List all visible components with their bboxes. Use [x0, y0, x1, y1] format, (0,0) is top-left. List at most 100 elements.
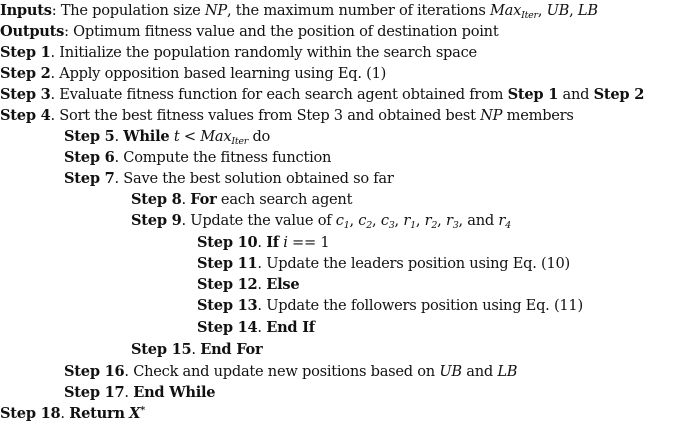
max-iter-subscript: Iter [231, 136, 249, 147]
c1-symbol: c1 [335, 212, 350, 231]
step-reference: Step 2 [593, 86, 645, 103]
subscript: 2 [431, 220, 438, 231]
comma: , [349, 212, 359, 229]
step-label: Step 13 [197, 297, 258, 314]
step-text: . Save the best solution obtained so far [114, 170, 394, 187]
step-3-line: Step 3. Evaluate fitness function for ea… [0, 84, 644, 105]
step-label: Step 18 [0, 405, 61, 422]
step-label: Step 15 [131, 341, 192, 358]
keyword-if: If [266, 234, 279, 251]
subscript: 2 [366, 220, 373, 231]
equality-condition: == 1 [287, 234, 330, 251]
step-label: Step 2 [0, 65, 51, 82]
keyword-return: Return [69, 405, 125, 422]
subscript: 4 [505, 220, 511, 231]
comma: , [415, 212, 425, 229]
r-letter: r [498, 212, 506, 229]
step-label: Step 11 [197, 255, 258, 272]
inputs-label: Inputs [0, 2, 52, 19]
keyword-end-for: End For [200, 341, 263, 358]
step-text: . Update the leaders position using Eq. … [257, 255, 570, 272]
step-text: . Compute the fitness function [114, 149, 332, 166]
step-dot: . [60, 405, 70, 422]
step-label: Step 7 [64, 170, 115, 187]
lb-symbol: LB [497, 363, 518, 380]
r1-symbol: r1 [403, 212, 416, 231]
comma: , [372, 212, 381, 229]
step-label: Step 12 [197, 276, 258, 293]
step-label: Step 3 [0, 86, 51, 103]
step-8-line: Step 8. For each search agent [131, 189, 352, 210]
step-label: Step 6 [64, 149, 115, 166]
step-reference: Step 1 [507, 86, 559, 103]
outputs-line: Outputs: Optimum fitness value and the p… [0, 21, 499, 42]
step-5-line: Step 5. While t < MaxIter do [64, 126, 270, 147]
keyword-end-while: End While [133, 384, 216, 401]
x-letter: X [129, 405, 141, 422]
step-6-line: Step 6. Compute the fitness function [64, 147, 331, 168]
ub-symbol: UB [439, 363, 462, 380]
np-symbol: NP [480, 107, 503, 124]
r-letter: r [403, 212, 411, 229]
keyword-end-if: End If [266, 319, 315, 336]
step-text: . Initialize the population randomly wit… [50, 44, 478, 61]
step-text: . Update the value of [181, 212, 336, 229]
x-star-symbol: X* [129, 405, 145, 422]
subscript: 1 [343, 220, 350, 231]
step-text: . Evaluate fitness function for each sea… [50, 86, 508, 103]
step-text: . Apply opposition based learning using … [50, 65, 387, 82]
outputs-label: Outputs [0, 23, 65, 40]
lb-symbol: LB [577, 2, 598, 19]
r2-symbol: r2 [425, 212, 438, 231]
step-17-line: Step 17. End While [64, 382, 216, 403]
conjunction: and [461, 363, 498, 380]
max-iter-symbol: MaxIter [490, 2, 538, 21]
keyword-else: Else [266, 276, 300, 293]
inputs-text: : The population size [51, 2, 205, 19]
step-text: . Sort the best fitness values from Step… [50, 107, 481, 124]
c3-symbol: c3 [380, 212, 395, 230]
step-13-line: Step 13. Update the followers position u… [197, 295, 583, 316]
subscript: 1 [410, 220, 416, 231]
step-14-line: Step 14. End If [197, 317, 315, 338]
r3-symbol: r3 [445, 212, 459, 230]
step-label: Step 10 [197, 234, 258, 251]
superscript-star: * [140, 405, 145, 416]
inputs-text-mid: , the maximum number of iterations [227, 2, 490, 19]
max-iter-subscript: Iter [521, 10, 538, 21]
step-15-line: Step 15. End For [131, 339, 263, 360]
np-symbol: NP [204, 2, 227, 19]
step-dot: . [257, 319, 267, 336]
c2-symbol: c2 [358, 212, 373, 231]
step-dot: . [181, 191, 191, 208]
t-symbol: t [173, 128, 180, 145]
conjunction: , and [458, 212, 499, 229]
separator: , [537, 2, 547, 19]
inputs-line: Inputs: The population size NP, the maxi… [0, 0, 598, 21]
c-letter: c [335, 212, 344, 229]
step-label: Step 4 [0, 107, 51, 124]
step-18-line: Step 18. Return X* [0, 403, 145, 424]
step-text-tail: members [502, 107, 574, 124]
step-16-line: Step 16. Check and update new positions … [64, 361, 518, 382]
step-2-line: Step 2. Apply opposition based learning … [0, 63, 386, 84]
c-letter: c [358, 212, 367, 229]
keyword-while: While [123, 128, 170, 145]
step-label: Step 8 [131, 191, 182, 208]
step-dot: . [114, 128, 124, 145]
c-letter: c [380, 212, 389, 229]
step-12-line: Step 12. Else [197, 274, 300, 295]
step-text-tail: do [248, 128, 271, 145]
step-7-line: Step 7. Save the best solution obtained … [64, 168, 394, 189]
i-symbol: i [283, 234, 288, 251]
comma: , [437, 212, 446, 229]
step-10-line: Step 10. If i == 1 [197, 232, 330, 253]
ub-symbol: UB [546, 2, 570, 19]
r-letter: r [445, 212, 453, 229]
outputs-text: : Optimum fitness value and the position… [64, 23, 499, 40]
step-label: Step 5 [64, 128, 115, 145]
keyword-for: For [190, 191, 217, 208]
step-text: . Check and update new positions based o… [124, 363, 440, 380]
step-label: Step 9 [131, 212, 182, 229]
